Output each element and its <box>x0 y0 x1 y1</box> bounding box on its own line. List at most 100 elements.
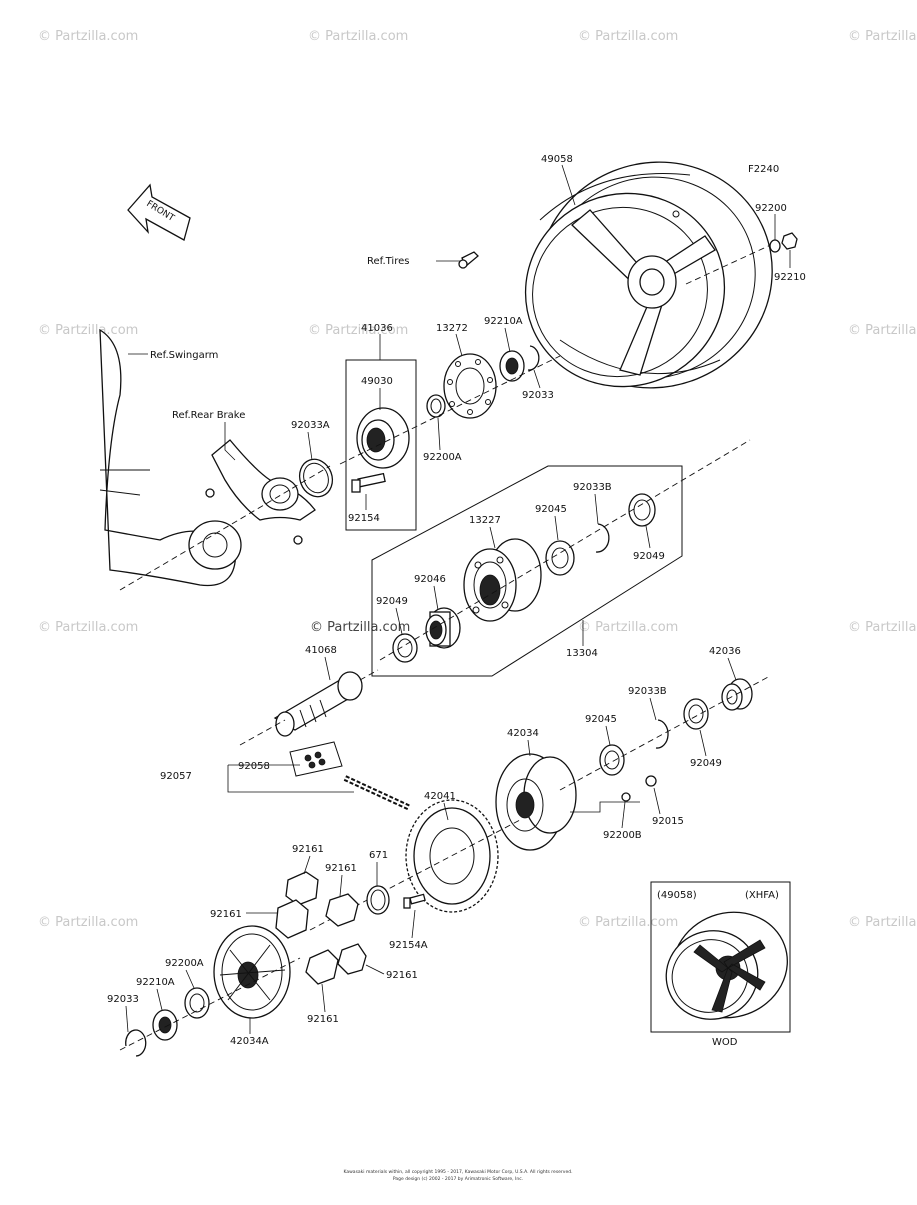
label-92049: 92049 <box>633 551 665 562</box>
inset-part-label: (49058) <box>657 890 697 901</box>
ref-rear-brake: Ref.Rear Brake <box>172 410 245 421</box>
label-41068: 41068 <box>305 645 337 656</box>
label-41036: 41036 <box>361 323 393 334</box>
label-671: 671 <box>369 850 388 861</box>
watermark: © Partzilla.com <box>38 323 138 338</box>
circlip-92033B-lower <box>655 719 669 749</box>
watermark: © Partzilla.com <box>578 915 678 930</box>
seal-92049-lower <box>392 633 418 663</box>
watermark: © Partzilla.com <box>38 29 138 44</box>
watermark: © Partzilla.com <box>308 323 408 338</box>
label-92154A: 92154A <box>389 940 428 951</box>
diagram-code: F2240 <box>748 164 779 175</box>
circlip-92033A <box>298 458 334 498</box>
label-92049-c: 92049 <box>690 758 722 769</box>
damper-92161 <box>275 871 367 985</box>
label-92161-e: 92161 <box>307 1014 339 1025</box>
washer-92200A-lower <box>184 987 210 1019</box>
seal-92049 <box>628 493 656 527</box>
label-92161-d: 92161 <box>386 970 418 981</box>
chain-92057 <box>343 775 412 811</box>
copyright-line1: Kawasaki materials within, all copyright… <box>344 1169 573 1175</box>
label-49058: 49058 <box>541 154 573 165</box>
watermark: © Partzilla.com <box>38 915 138 930</box>
label-92033: 92033 <box>522 390 554 401</box>
label-92049-b: 92049 <box>376 596 408 607</box>
inset-note: WOD <box>712 1037 738 1048</box>
label-49030: 49030 <box>361 376 393 387</box>
copyright-line2: Page design (c) 2002 - 2017 by Arimatron… <box>393 1176 523 1182</box>
label-42036: 42036 <box>709 646 741 657</box>
chain-link-92058 <box>289 741 343 777</box>
watermarks: © Partzilla.com © Partzilla.com © Partzi… <box>38 29 917 930</box>
nut-92015 <box>645 775 657 787</box>
circlip-92033-lower <box>125 1029 147 1057</box>
label-92161-a: 92161 <box>292 844 324 855</box>
ref-tires: Ref.Tires <box>367 256 409 267</box>
washer-92200B <box>621 792 631 802</box>
rear-brake-caliper-drawing <box>205 439 316 545</box>
circlip-92033 <box>527 345 540 371</box>
label-92210A-b: 92210A <box>136 977 175 988</box>
label-13272: 13272 <box>436 323 468 334</box>
label-92058: 92058 <box>238 761 270 772</box>
watermark: © Partzilla.com <box>578 620 678 635</box>
bearing-92045 <box>545 540 575 576</box>
bearing-92046 <box>425 607 461 649</box>
bolt-92154 <box>351 472 386 493</box>
label-92154: 92154 <box>348 513 380 524</box>
bracket-41036 <box>345 359 417 531</box>
label-92033B-b: 92033B <box>628 686 667 697</box>
label-92057: 92057 <box>160 771 192 782</box>
hub-13227 <box>463 538 542 622</box>
front-arrow-icon: FRONT <box>127 183 191 241</box>
axle-41068 <box>273 671 363 737</box>
watermark-center: © Partzilla.com <box>310 620 410 635</box>
swingarm-drawing <box>99 328 242 587</box>
label-92045-b: 92045 <box>585 714 617 725</box>
nut-92210 <box>781 232 798 250</box>
inset-box <box>650 881 791 1033</box>
label-92015: 92015 <box>652 816 684 827</box>
watermark: © Partzilla.com <box>848 29 917 44</box>
ref-swingarm: Ref.Swingarm <box>150 350 218 361</box>
label-92046: 92046 <box>414 574 446 585</box>
watermark: © Partzilla.com <box>848 915 917 930</box>
watermark: © Partzilla.com <box>308 29 408 44</box>
label-42034: 42034 <box>507 728 539 739</box>
watermark: © Partzilla.com <box>38 620 138 635</box>
bearing-92045-lower <box>599 744 625 776</box>
label-13227: 13227 <box>469 515 501 526</box>
label-42034A: 42034A <box>230 1036 269 1047</box>
label-92200A-b: 92200A <box>165 958 204 969</box>
washer-92200 <box>769 239 781 253</box>
collar-42036 <box>721 678 753 711</box>
part-labels: 49058 92200 92210 Ref.Tires 41036 13272 … <box>107 154 806 1048</box>
label-13304: 13304 <box>566 648 598 659</box>
washer-92200A <box>426 394 446 418</box>
sprocket-coupling-49030 <box>356 407 410 469</box>
bracket-13304 <box>371 465 683 677</box>
watermark: © Partzilla.com <box>848 620 917 635</box>
label-92033B: 92033B <box>573 482 612 493</box>
rear-wheel-drawing <box>524 161 773 389</box>
label-92045: 92045 <box>535 504 567 515</box>
leader-lines <box>125 164 791 1034</box>
circlip-92033B <box>595 523 610 553</box>
seal-92049-right <box>683 698 709 730</box>
label-92200: 92200 <box>755 203 787 214</box>
sprocket-carrier-42034 <box>495 753 577 851</box>
watermark: © Partzilla.com <box>578 29 678 44</box>
label-92161-c: 92161 <box>210 909 242 920</box>
tire-valve <box>458 251 479 269</box>
label-92210A: 92210A <box>484 316 523 327</box>
hub-cover-42034A <box>213 925 291 1019</box>
bolt-92154A <box>403 893 426 909</box>
plate-13272 <box>443 353 497 419</box>
label-92200A: 92200A <box>423 452 462 463</box>
inset-wheel-drawing <box>665 911 788 1020</box>
label-92200B: 92200B <box>603 830 642 841</box>
label-92033-b: 92033 <box>107 994 139 1005</box>
watermark: © Partzilla.com <box>848 323 917 338</box>
